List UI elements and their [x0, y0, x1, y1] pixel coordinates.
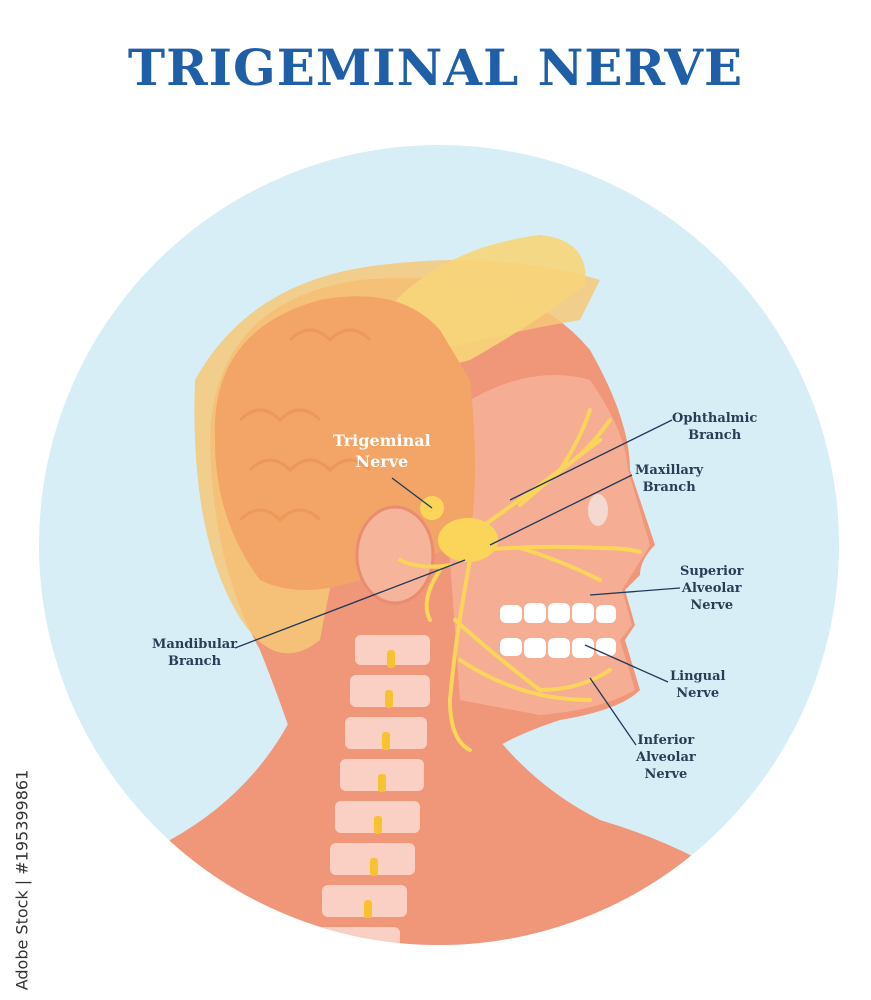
upper-teeth	[500, 603, 616, 623]
trigeminal-ganglion	[438, 518, 498, 562]
eye	[588, 494, 608, 526]
spinal-cord	[364, 650, 395, 918]
ear	[355, 505, 435, 605]
label-trigeminal-nerve: Trigeminal Nerve	[333, 431, 431, 471]
label-inferior-alveolar-nerve: Inferior Alveolar Nerve	[636, 733, 696, 782]
label-superior-alveolar-nerve: Superior Alveolar Nerve	[680, 564, 744, 613]
label-maxillary-branch: Maxillary Branch	[635, 463, 704, 495]
label-mandibular-branch: Mandibular Branch	[152, 637, 238, 669]
leader-lines	[234, 419, 681, 746]
label-lingual-nerve: Lingual Nerve	[670, 669, 726, 701]
page-title: TRIGEMINAL NERVE	[127, 38, 744, 97]
label-ophthalmic-branch: Ophthalmic Branch	[672, 411, 758, 443]
stock-watermark: Adobe Stock | #195399861	[12, 769, 32, 991]
trigeminal-nerve	[398, 408, 642, 752]
